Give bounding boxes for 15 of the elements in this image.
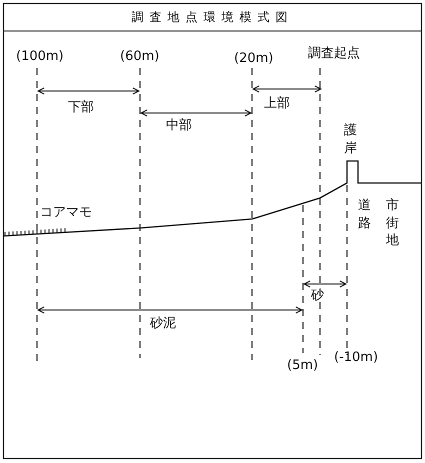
road-label: 道路 [358,197,372,232]
city-label: 市街地 [386,197,400,250]
distance-label: (100m) [16,50,64,63]
start-point-label: 調査起点 [308,47,360,60]
seawall-label: 護岸 [344,122,358,158]
zone-label: 上部 [264,97,290,110]
distance-label: (5m) [287,359,318,372]
zone-label: 砂泥 [150,317,176,330]
zone-label: 下部 [68,101,94,114]
seagrass-label: コアマモ [40,206,92,219]
distance-label: (20m) [234,52,274,65]
distance-label: (60m) [120,50,160,63]
title-text: 調査地点環境模式図 [130,9,294,26]
distance-label: (-10m) [334,351,378,364]
zone-label: 中部 [166,119,192,132]
